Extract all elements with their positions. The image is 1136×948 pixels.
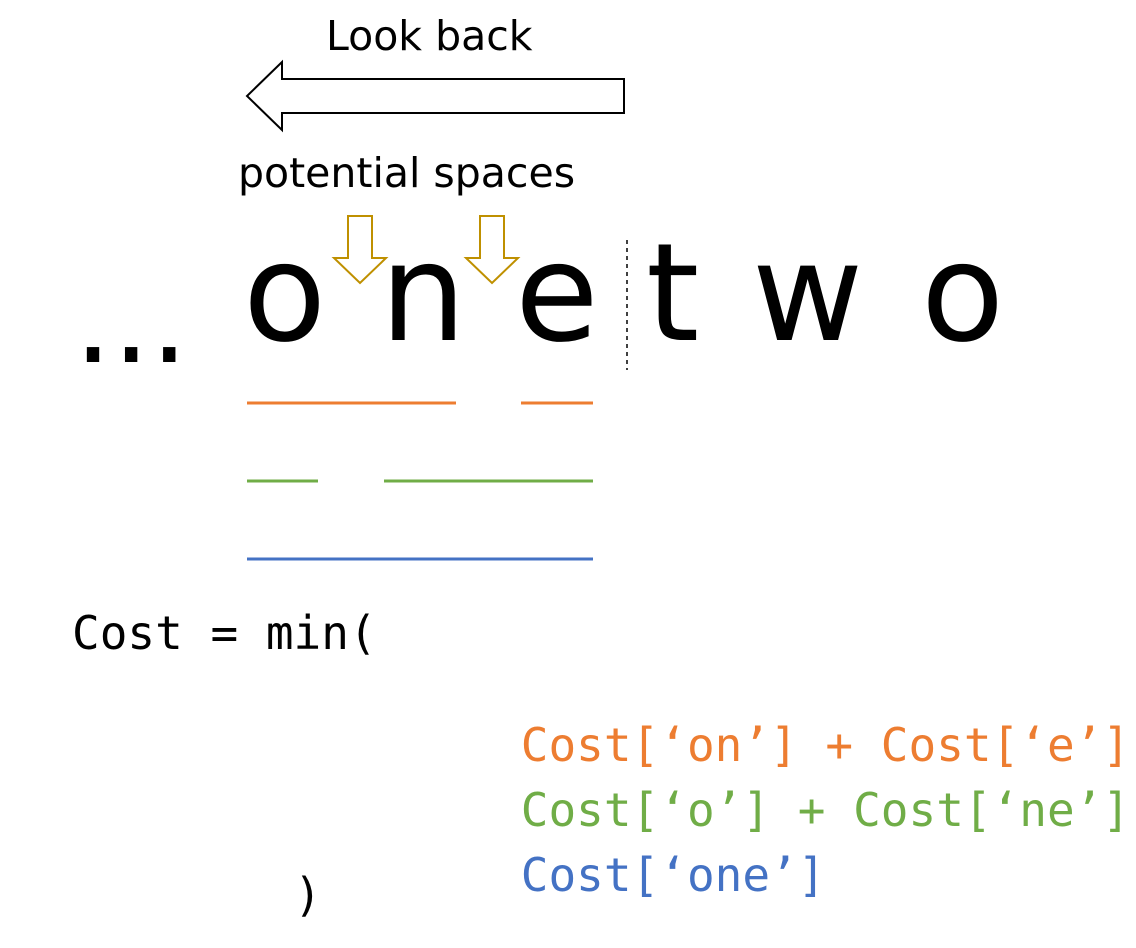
space-arrow-1 — [331, 215, 389, 285]
potential-spaces-label: potential spaces — [238, 149, 576, 197]
space-arrow-2 — [463, 215, 521, 285]
formula-close-paren: ) — [294, 868, 322, 922]
formula-separator: , — [1130, 783, 1136, 837]
formula-option-row: Cost[‘on’] + Cost[‘e’], — [410, 676, 1136, 814]
sequence-letter: n — [380, 215, 467, 373]
sequence-letter: e — [515, 215, 599, 373]
sequence-letter: t — [646, 215, 700, 373]
formula-option-o-ne: Cost[‘o’] + Cost[‘ne’] — [520, 783, 1131, 837]
ellipsis: ... — [74, 252, 189, 391]
formula-separator: , — [1130, 718, 1136, 772]
formula-option-row: Cost[‘o’] + Cost[‘ne’], — [410, 741, 1136, 879]
formula-option-one: Cost[‘one’] — [520, 848, 826, 902]
sequence-letter: w — [752, 215, 864, 373]
look-back-label: Look back — [326, 12, 533, 60]
formula-head: Cost = min( — [72, 606, 377, 660]
look-back-arrow — [245, 59, 625, 133]
sequence-letter: o — [243, 215, 327, 373]
formula-option-on-e: Cost[‘on’] + Cost[‘e’] — [520, 718, 1131, 772]
sequence-letter: o — [921, 215, 1005, 373]
formula-option-row: Cost[‘one’] — [410, 806, 826, 944]
